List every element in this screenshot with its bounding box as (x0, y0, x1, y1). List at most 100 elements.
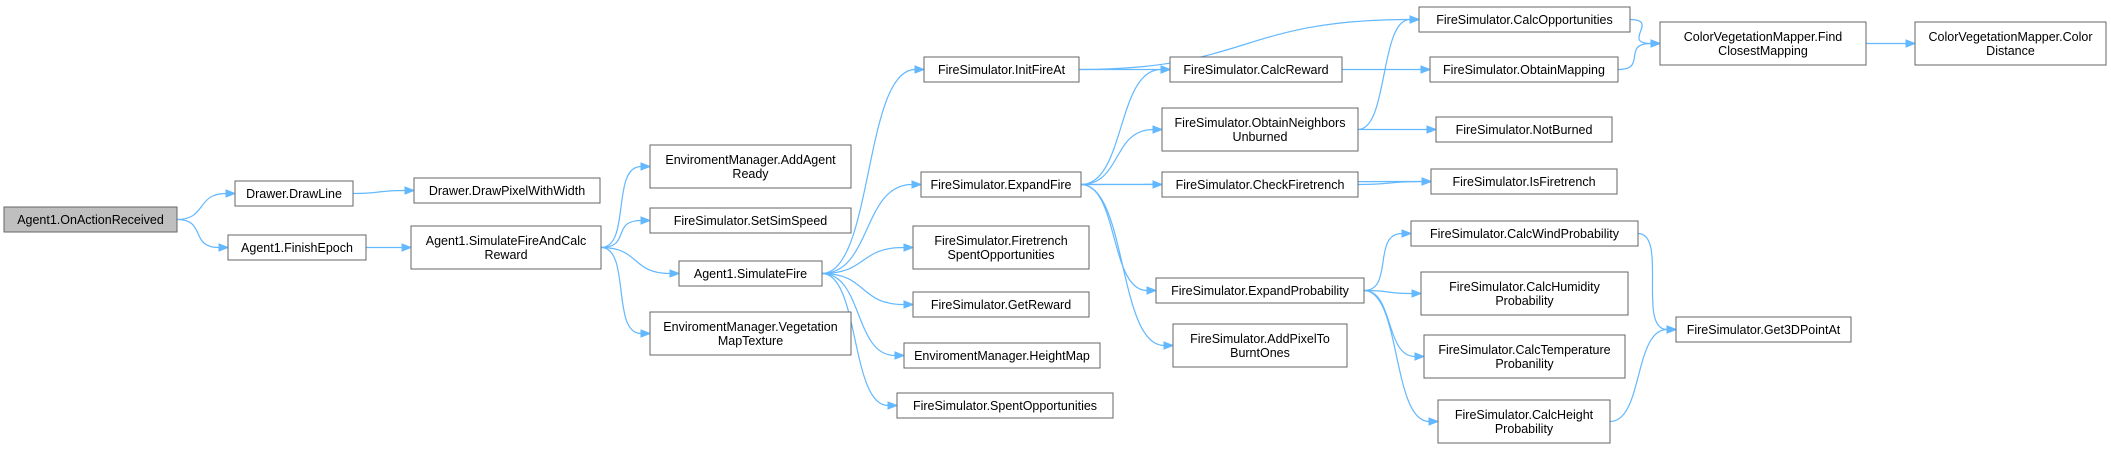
function-node[interactable]: FireSimulator.NotBurned (1435, 116, 1613, 143)
function-node[interactable]: FireSimulator.CheckFiretrench (1161, 171, 1359, 198)
function-node[interactable]: Agent1.SimulateFire (678, 260, 823, 287)
call-edge (1363, 232, 1403, 292)
node-label: EnviromentManager.HeightMap (914, 349, 1090, 363)
function-node[interactable]: FireSimulator.CalcOpportunities (1418, 6, 1631, 33)
node-box (1429, 56, 1619, 83)
edge-arrowhead (1428, 417, 1440, 426)
node-box (1410, 220, 1639, 247)
node-label: Drawer.DrawLine (246, 187, 342, 201)
node-box (649, 144, 852, 189)
call-edge (176, 192, 227, 221)
call-edge (1080, 183, 1165, 347)
node-label: Probanility (1495, 357, 1554, 371)
node-label: FireSimulator.CheckFiretrench (1176, 178, 1345, 192)
node-box (649, 207, 852, 234)
node-label: FireSimulator.NotBurned (1456, 123, 1593, 137)
edge-arrowhead (894, 351, 906, 360)
function-node[interactable]: FireSimulator.SpentOpportunities (896, 392, 1114, 419)
node-label: FireSimulator.CalcWindProbability (1430, 227, 1620, 241)
node-label: ColorVegetationMapper.Color (1929, 30, 2093, 44)
call-edge (821, 272, 905, 306)
edge-arrowhead (1146, 286, 1158, 295)
edges-layer (176, 15, 1917, 426)
function-node[interactable]: FireSimulator.CalcWindProbability (1410, 220, 1639, 247)
node-label: Ready (732, 167, 769, 181)
function-node[interactable]: Drawer.DrawPixelWithWidth (413, 177, 601, 204)
function-node[interactable]: FireSimulator.IsFiretrench (1430, 168, 1618, 195)
nodes-layer: Agent1.OnActionReceived Drawer.DrawLine Dr… (3, 6, 2107, 444)
node-box (1420, 271, 1629, 316)
node-label: Agent1.FinishEpoch (241, 241, 353, 255)
node-label: FireSimulator.SpentOpportunities (913, 399, 1097, 413)
call-edge (821, 272, 896, 357)
call-edge (1357, 18, 1411, 131)
node-label: FireSimulator.CalcReward (1183, 63, 1328, 77)
call-edge (176, 218, 220, 249)
node-label: Agent1.SimulateFireAndCalc (426, 234, 587, 248)
node-label: MapTexture (718, 334, 783, 348)
function-node[interactable]: FireSimulator.GetReward (912, 291, 1090, 318)
call-edge (1637, 232, 1668, 331)
call-edge (352, 189, 406, 195)
node-label: SpentOpportunities (947, 248, 1054, 262)
edge-arrowhead (1163, 341, 1175, 350)
edge-arrowhead (640, 162, 652, 171)
node-label: FireSimulator.InitFireAt (938, 63, 1066, 77)
function-node[interactable]: FireSimulator.ExpandProbability (1155, 277, 1365, 304)
call-edge (1080, 68, 1162, 186)
edge-arrowhead (903, 300, 915, 309)
node-label: FireSimulator.ExpandFire (930, 178, 1071, 192)
node-label: FireSimulator.ObtainNeighbors (1175, 116, 1346, 130)
function-node[interactable]: FireSimulator.SetSimSpeed (649, 207, 852, 234)
function-node[interactable]: EnviromentManager.HeightMap (903, 342, 1101, 369)
node-label: Distance (1986, 44, 2035, 58)
node-box (920, 171, 1082, 198)
node-label: Agent1.OnActionReceived (17, 213, 164, 227)
function-node[interactable]: FireSimulator.FiretrenchSpentOpportuniti… (912, 225, 1090, 270)
node-label: FireSimulator.SetSimSpeed (674, 214, 828, 228)
call-edge (1363, 289, 1430, 423)
node-box (903, 342, 1101, 369)
node-box (1161, 171, 1359, 198)
call-edge (1363, 289, 1413, 295)
node-box (649, 311, 852, 356)
node-label: Probability (1495, 422, 1554, 436)
node-box (413, 177, 601, 204)
node-box (234, 180, 354, 207)
call-edge (600, 246, 642, 335)
node-label: EnviromentManager.Vegetation (663, 320, 837, 334)
node-box (1659, 21, 1867, 66)
function-node[interactable]: FireSimulator.CalcReward (1169, 56, 1343, 83)
edge-arrowhead (669, 269, 681, 278)
function-node[interactable]: FireSimulator.Get3DPointAt (1675, 316, 1852, 343)
function-node[interactable]: Agent1.OnActionReceived (3, 206, 178, 233)
function-node[interactable]: FireSimulator.ObtainMapping (1429, 56, 1619, 83)
function-node[interactable]: FireSimulator.InitFireAt (923, 56, 1080, 83)
function-node[interactable]: FireSimulator.ExpandFire (920, 171, 1082, 198)
edge-arrowhead (401, 243, 413, 252)
node-box (1423, 334, 1626, 379)
node-label: FireSimulator.CalcOpportunities (1436, 13, 1612, 27)
call-edge (821, 272, 889, 407)
node-box (227, 234, 367, 261)
function-node[interactable]: Drawer.DrawLine (234, 180, 354, 207)
edge-arrowhead (1160, 65, 1172, 74)
function-node[interactable]: Agent1.FinishEpoch (227, 234, 367, 261)
call-edge (600, 219, 642, 249)
node-box (1914, 21, 2107, 66)
node-label: FireSimulator.CalcHumidity (1449, 280, 1600, 294)
node-label: FireSimulator.IsFiretrench (1452, 175, 1595, 189)
call-edge (1357, 180, 1423, 186)
node-label: Drawer.DrawPixelWithWidth (429, 184, 585, 198)
